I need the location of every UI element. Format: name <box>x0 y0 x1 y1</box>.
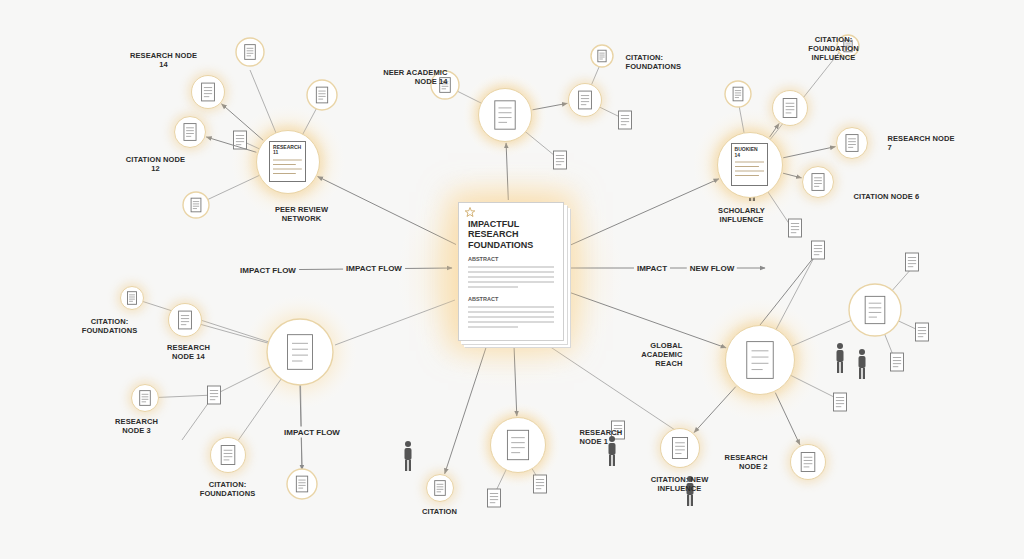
node-label: CITATION: NEW INFLUENCE <box>645 475 715 493</box>
document-icon <box>836 127 868 159</box>
flow-arrow <box>206 137 256 152</box>
flow-arrow <box>694 387 736 433</box>
node-label: RESEARCH NODE 3 <box>107 417 167 435</box>
flow-arrow <box>783 173 802 178</box>
document-icon <box>725 325 795 395</box>
document-icon <box>210 437 246 473</box>
citation-circle: CITATION: FOUNDATION INFLUENCE <box>772 90 808 126</box>
central-document: IMPACTFUL RESEARCH FOUNDATIONS ABSTRACT AB… <box>458 202 564 341</box>
citation-circle: CITATION <box>426 474 454 502</box>
document-icon <box>191 75 225 109</box>
document-icon <box>478 88 532 142</box>
node-label: CITATION NODE 6 <box>854 191 924 200</box>
document-title: IMPACTFUL RESEARCH FOUNDATIONS <box>468 219 554 250</box>
flow-arrow <box>566 291 726 348</box>
citation-circle: NEER ACADEMIC NODE 14 <box>478 88 532 142</box>
text-lines <box>468 304 556 330</box>
node-label: SCHOLARLY INFLUENCE <box>707 206 777 224</box>
flow-arrow <box>318 177 456 245</box>
citation-circle: RESEARCH NODE 14 <box>191 75 225 109</box>
text-lines <box>468 264 556 290</box>
document-icon <box>490 417 546 473</box>
node-label: RESEARCH NODE 14 <box>157 343 221 361</box>
citation-circle: RESEARCH NODE 3 <box>131 384 159 412</box>
text-lines <box>273 158 302 176</box>
document-icon <box>168 303 202 337</box>
flow-label: IMPACT FLOW <box>343 263 405 274</box>
document-icon <box>802 166 834 198</box>
hub-document: BUOKIEN 14 <box>731 143 769 186</box>
section-heading: ABSTRACT <box>468 296 554 302</box>
citation-circle: RESEARCH NODE 7 <box>836 127 868 159</box>
node-label: CITATION: FOUNDATION INFLUENCE <box>789 34 879 61</box>
node-label: RESEARCH NODE 2 <box>708 453 768 471</box>
node-label: GLOBAL ACADEMIC REACH <box>613 340 683 367</box>
node-label: CITATION NODE 12 <box>126 155 186 173</box>
flow-arrow <box>770 124 780 138</box>
flow-arrow <box>533 103 568 110</box>
document-icon <box>568 83 602 117</box>
star-icon <box>465 207 475 217</box>
node-label: CITATION <box>410 506 470 515</box>
citation-circle: CITATION: FOUNDATIONS <box>568 83 602 117</box>
text-lines <box>735 160 765 178</box>
flow-label: IMPACT <box>634 263 670 274</box>
node-label: RESEARCH NODE 14 <box>129 51 199 69</box>
node-label: NEER ACADEMIC NODE 14 <box>376 68 448 86</box>
hub-document: RESEARCH 11 <box>269 141 306 183</box>
flow-arrow <box>783 147 835 158</box>
section-heading: ABSTRACT <box>468 256 554 262</box>
citation-circle: RESEARCH NODE 2 <box>790 444 826 480</box>
document-icon <box>174 116 206 148</box>
hub-circle: BUOKIEN 14SCHOLARLY INFLUENCE <box>717 132 783 198</box>
flow-arrow <box>566 179 719 247</box>
citation-circle: GLOBAL ACADEMIC REACH <box>725 325 795 395</box>
citation-circle: CITATION: FOUNDATIONS <box>210 437 246 473</box>
document-icon <box>772 90 808 126</box>
flow-label: IMPACT FLOW <box>237 265 299 276</box>
document-icon <box>131 384 159 412</box>
flow-arrow <box>445 343 488 474</box>
flow-arrow <box>506 143 508 200</box>
node-label: CITATION: FOUNDATIONS <box>188 480 268 498</box>
flow-label: NEW FLOW <box>687 263 737 274</box>
node-label: PEER REVIEW NETWORK <box>262 205 342 223</box>
flow-arrow <box>222 104 264 140</box>
document-heading: RESEARCH 11 <box>273 145 302 156</box>
node-label: RESEARCH NODE 1 <box>580 428 640 446</box>
citation-circle: CITATION: NEW INFLUENCE <box>660 428 700 468</box>
flow-arrow <box>514 343 517 416</box>
document-icon <box>426 474 454 502</box>
flow-arrow <box>775 393 800 445</box>
citation-circle: CITATION NODE 12 <box>174 116 206 148</box>
document-heading: BUOKIEN 14 <box>735 147 765 158</box>
citation-circle: RESEARCH NODE 1 <box>490 417 546 473</box>
citation-circle: CITATION NODE 6 <box>802 166 834 198</box>
document-icon <box>790 444 826 480</box>
citation-circle: CITATION: FOUNDATIONS <box>120 286 144 310</box>
document-icon <box>120 286 144 310</box>
hub-circle: RESEARCH 11PEER REVIEW NETWORK <box>256 130 320 194</box>
node-label: CITATION: FOUNDATIONS <box>78 317 142 335</box>
flow-label: IMPACT FLOW <box>281 427 343 438</box>
node-label: RESEARCH NODE 7 <box>888 134 958 152</box>
document-icon <box>660 428 700 468</box>
node-label: CITATION: FOUNDATIONS <box>626 53 704 71</box>
citation-circle: RESEARCH NODE 14 <box>168 303 202 337</box>
